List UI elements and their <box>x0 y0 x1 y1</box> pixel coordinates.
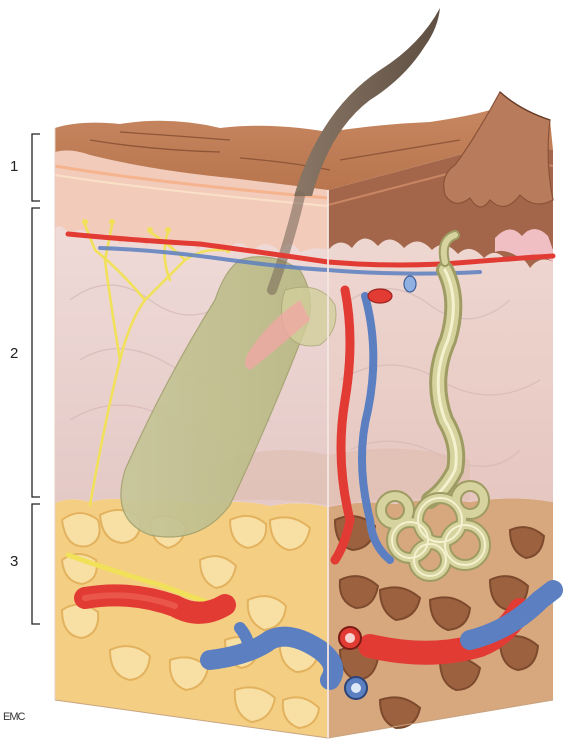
layer-brackets <box>32 134 40 624</box>
layer-3-label: 3 <box>10 553 18 570</box>
bracket-hypodermis <box>32 504 40 624</box>
layer-1-label: 1 <box>10 158 18 175</box>
watermark-logo: EMC <box>3 711 24 723</box>
bracket-epidermis <box>32 134 40 201</box>
layer-2-label: 2 <box>10 345 18 362</box>
bracket-dermis <box>32 208 40 497</box>
